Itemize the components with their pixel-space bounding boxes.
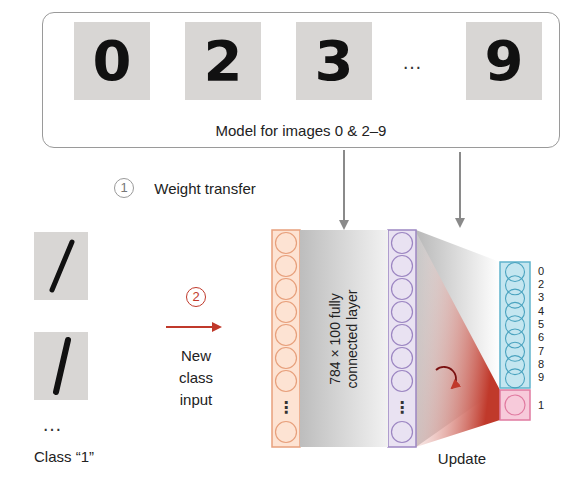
class-index: 1	[538, 399, 544, 411]
neuron	[276, 302, 297, 323]
neuron	[276, 256, 297, 277]
step-label: Weight transfer	[154, 180, 255, 197]
box-caption: Model for images 0 & 2–9	[43, 122, 559, 139]
update-symbol	[436, 367, 456, 388]
input-arrow	[166, 326, 220, 328]
neuron	[392, 422, 413, 443]
callout-number: 2	[186, 287, 206, 307]
neuron	[506, 369, 525, 388]
neuron	[276, 348, 297, 369]
layer-label: 784 × 100 fully connected layer	[327, 264, 361, 414]
transfer-arrow	[459, 152, 461, 226]
neuron	[392, 348, 413, 369]
ellipsis: ⋮	[394, 398, 410, 417]
ellipsis: …	[42, 413, 62, 436]
callout-number: 1	[114, 178, 134, 198]
class-index: 8	[538, 358, 544, 370]
neuron	[276, 279, 297, 300]
neuron	[276, 233, 297, 254]
digit-image-text: 2	[204, 28, 243, 93]
weight-fan	[416, 230, 500, 447]
digit-image	[466, 22, 542, 100]
neuron	[276, 422, 297, 443]
neuron	[276, 371, 297, 392]
neuron	[505, 395, 525, 415]
digit-image	[34, 232, 88, 300]
digit-image	[34, 332, 88, 400]
ellipsis: ⋮	[278, 398, 294, 417]
digit-image-text: 0	[93, 28, 132, 93]
class-index: 0	[538, 265, 544, 277]
neuron	[392, 233, 413, 254]
step-label: New class input	[170, 345, 222, 411]
ellipsis: …	[402, 51, 422, 74]
class-index: 9	[538, 371, 544, 383]
neuron	[392, 371, 413, 392]
digit-image	[296, 22, 372, 100]
neuron	[392, 256, 413, 277]
class-index: 3	[538, 291, 544, 303]
class-index: 5	[538, 318, 544, 330]
digit-image-text: 9	[485, 28, 524, 93]
fully-connected-band: 784 × 100 fully connected layer	[300, 230, 388, 447]
class-index: 4	[538, 305, 544, 317]
neuron	[392, 302, 413, 323]
class-index: 6	[538, 331, 544, 343]
neuron	[276, 325, 297, 346]
update-fan	[416, 232, 500, 447]
new-output-unit	[500, 390, 530, 420]
class-label: Class “1”	[34, 448, 94, 465]
transfer-arrow	[343, 150, 345, 228]
digit-image	[74, 22, 150, 100]
hidden-layer	[388, 230, 416, 447]
output-layer	[500, 262, 530, 388]
input-layer	[272, 230, 300, 447]
class-index: 2	[538, 278, 544, 290]
digit-image	[185, 22, 261, 100]
digit-image-text: 3	[315, 28, 354, 93]
neuron	[392, 325, 413, 346]
digit-stroke	[52, 242, 72, 290]
neuron	[392, 279, 413, 300]
class-index: 7	[538, 345, 544, 357]
digit-stroke	[56, 340, 68, 392]
update-label: Update	[438, 450, 486, 467]
